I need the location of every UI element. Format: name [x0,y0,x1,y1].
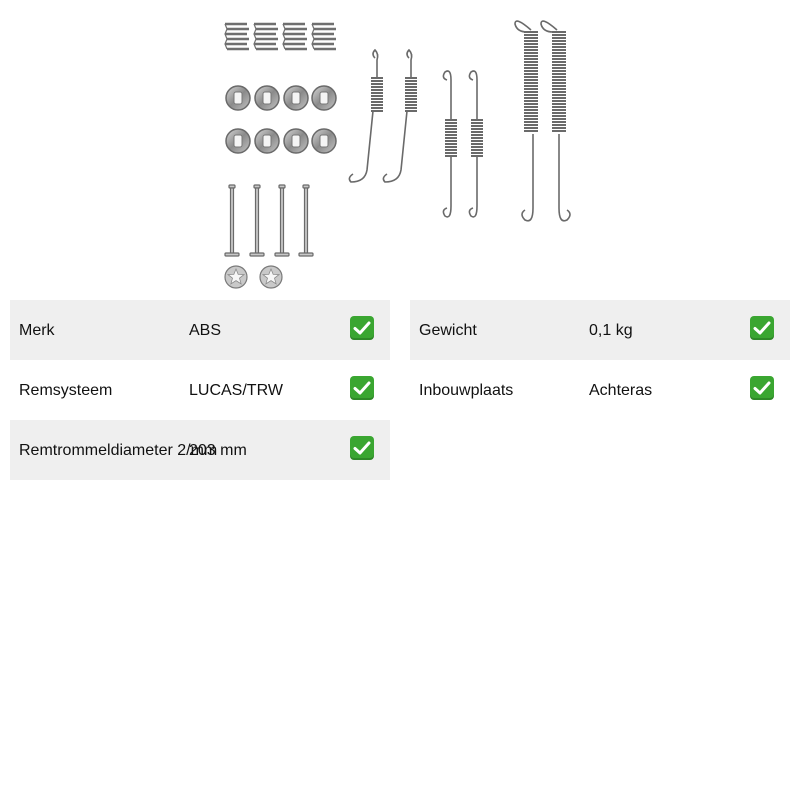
return-springs-long [514,20,571,222]
check-icon [350,436,374,460]
small-springs [224,22,336,51]
product-image [215,10,585,295]
spec-label: Merk [19,322,55,339]
check-icon [750,376,774,400]
check-icon [350,376,374,400]
spec-row-merk: Merk ABS [10,300,390,360]
return-springs-short [348,48,417,183]
spec-row-gewicht: Gewicht 0,1 kg [410,300,790,360]
spec-value: 0,1 kg [589,322,633,339]
return-springs-medium [442,70,483,218]
hold-down-pins [224,184,314,257]
check-icon [350,316,374,340]
spec-table-right: Gewicht 0,1 kg Inbouwplaats Achteras [410,300,790,420]
spec-value: ABS [189,322,222,339]
spec-row-remsysteem: Remsysteem LUCAS/TRW [10,360,390,420]
spec-label: Gewicht [419,322,477,339]
spec-value: LUCAS/TRW [189,382,283,399]
spec-row-inbouwplaats: Inbouwplaats Achteras [410,360,790,420]
star-clips [224,265,283,289]
spec-label: Inbouwplaats [419,382,514,399]
spec-label: Remsysteem [19,382,113,399]
spec-row-remtrommeldiameter: Remtrommeldiameter 2/mm 203 mm [10,420,390,480]
washer-cups [225,85,337,154]
spec-value: 203 mm [189,442,247,459]
spec-table-left: Merk ABS Remsysteem LUCAS/TRW Remtrommel… [10,300,390,480]
spec-label: Remtrommeldiameter 2/mm [19,442,218,459]
brake-hardware-illustration [224,20,571,289]
spec-value: Achteras [589,382,653,399]
check-icon [750,316,774,340]
